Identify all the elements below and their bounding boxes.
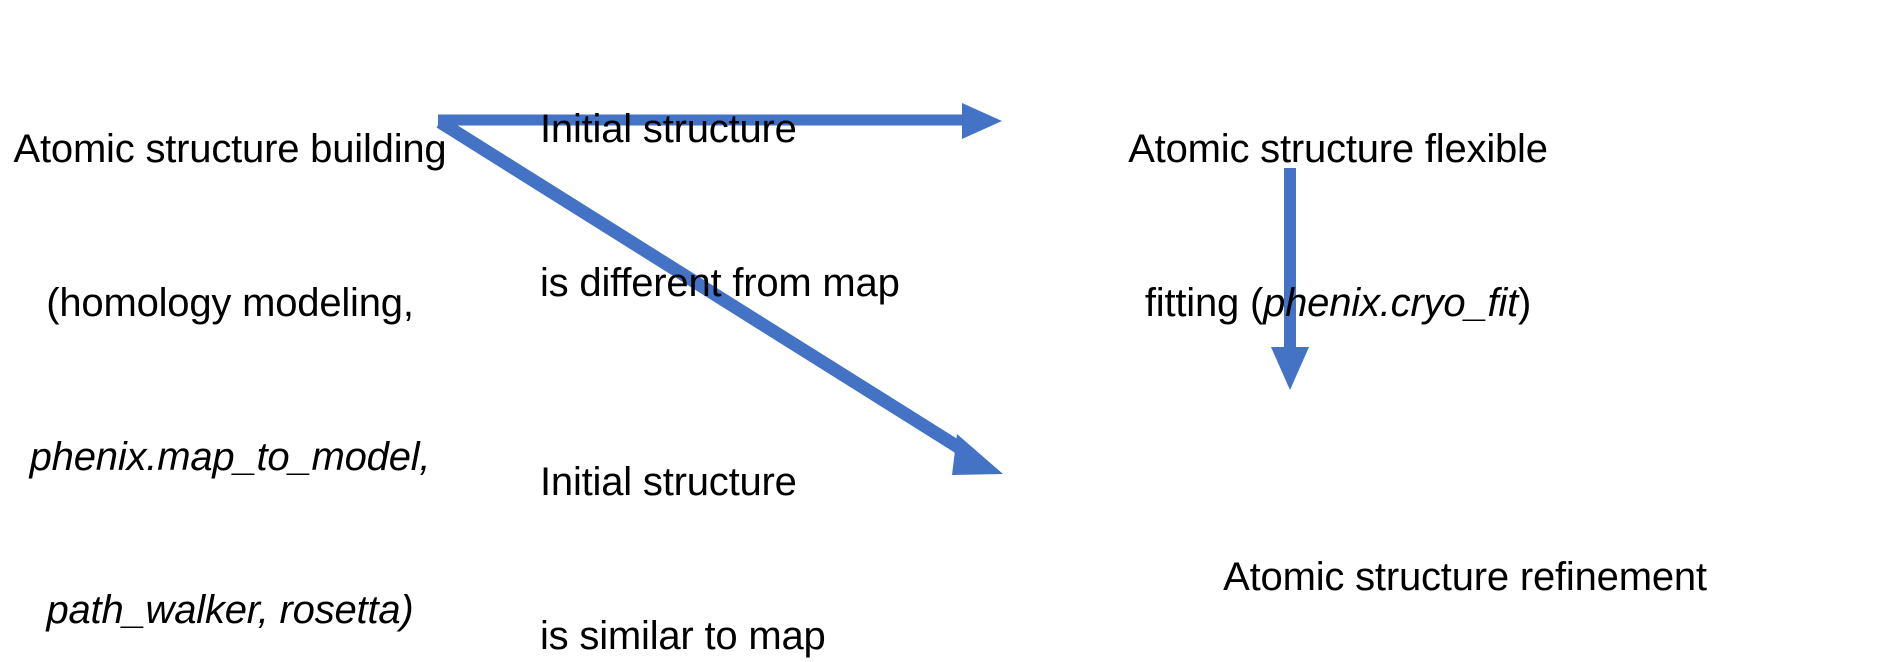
node-building-line-1: Atomic structure building: [13, 127, 447, 172]
edge-label-is-different-from-map: Initial structure is different from map: [540, 2, 920, 412]
node-fitting-line-1: Atomic structure flexible: [1128, 127, 1548, 172]
node-atomic-structure-flexible-fitting: Atomic structure flexible fitting (pheni…: [1078, 22, 1598, 432]
node-refinement-line-1: Atomic structure refinement: [1223, 555, 1707, 600]
node-building-line-2: (homology modeling,: [46, 280, 414, 325]
node-fitting-line-2: fitting (phenix.cryo_fit): [1078, 278, 1598, 329]
arrow-flexible-fitting-to-refinement: [1271, 168, 1309, 390]
edge-label-different-line-1: Initial structure: [540, 107, 797, 152]
edge-label-is-similar-to-map: Initial structure is similar to map: [540, 355, 920, 662]
node-fitting-line-2-prefix: fitting (: [1144, 280, 1264, 325]
edge-label-similar-line-1: Initial structure: [540, 460, 797, 505]
arrow-building-to-refinement: [436, 116, 1003, 475]
node-fitting-program-name: phenix.cryo_fit: [1263, 280, 1519, 325]
node-atomic-structure-building: Atomic structure building (homology mode…: [0, 22, 460, 662]
edge-label-similar-line-2: is similar to map: [540, 613, 826, 658]
node-building-line-4: path_walker, rosetta): [46, 588, 414, 633]
node-building-line-3: phenix.map_to_model,: [29, 434, 431, 479]
edge-label-different-line-2: is different from map: [540, 260, 900, 305]
node-fitting-line-2-suffix: ): [1518, 280, 1532, 325]
arrow-building-to-flexible-fitting: [438, 103, 1002, 139]
node-atomic-structure-refinement: Atomic structure refinement (phenix.real…: [1046, 450, 1884, 662]
